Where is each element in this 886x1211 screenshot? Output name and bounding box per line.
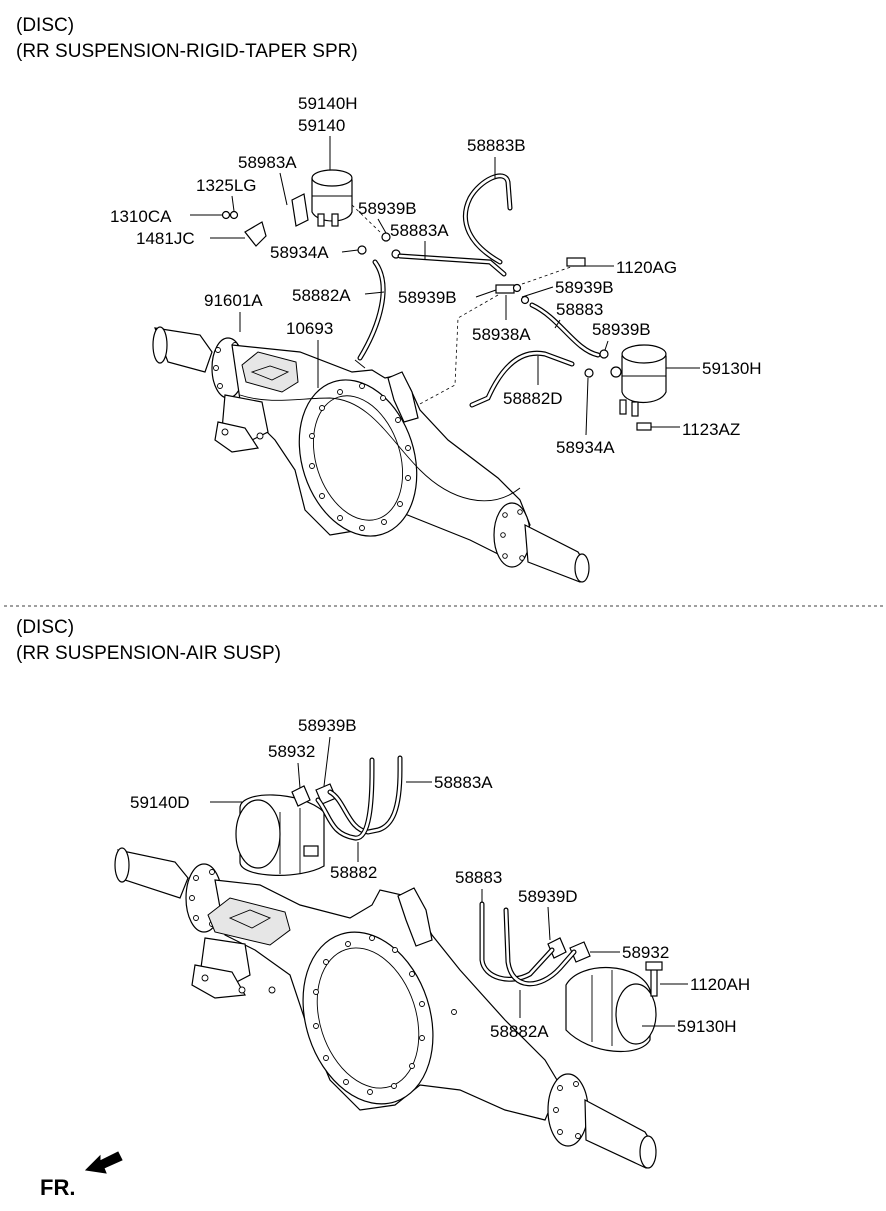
section-2-title-suspension: (RR SUSPENSION-AIR SUSP): [16, 643, 281, 664]
bottom-left-brake-chamber: [235, 783, 337, 876]
label-58934A-1: 58934A: [270, 243, 329, 262]
section-1-title-disc: (DISC): [16, 15, 74, 36]
label-58882A: 58882A: [292, 286, 351, 305]
bottom-callouts: 58939B 58932 58883A 59140D 58882 58883 5…: [130, 716, 750, 1041]
label-59140H: 59140H: [298, 94, 358, 113]
bottom-axle-drawing: [114, 847, 657, 1169]
label-59140D: 59140D: [130, 793, 190, 812]
label-1123AZ: 1123AZ: [682, 420, 740, 439]
label-91601A: 91601A: [204, 291, 263, 310]
label-58883B: 58883B: [467, 136, 526, 155]
label-1120AH: 1120AH: [690, 975, 750, 994]
label-58932-bottom-right: 58932: [622, 943, 669, 962]
label-58883: 58883: [556, 300, 603, 319]
dashed-leader-2: [417, 294, 499, 406]
label-1310CA: 1310CA: [110, 207, 172, 226]
top-right-fittings: [495, 257, 652, 431]
label-58932-bottom: 58932: [268, 742, 315, 761]
section-1-title-suspension: (RR SUSPENSION-RIGID-TAPER SPR): [16, 41, 358, 62]
front-label: FR.: [40, 1175, 75, 1200]
label-58883A-bottom: 58883A: [434, 773, 493, 792]
label-1120AG: 1120AG: [616, 258, 677, 277]
label-58882A-bottom: 58882A: [490, 1022, 549, 1041]
label-59130H-bottom: 59130H: [677, 1017, 737, 1036]
label-58939B-1: 58939B: [358, 199, 417, 218]
label-58939B-4: 58939B: [592, 320, 651, 339]
label-59130H: 59130H: [702, 359, 762, 378]
label-58939D: 58939D: [518, 887, 578, 906]
section-2-title-disc: (DISC): [16, 617, 74, 638]
label-58939B-3: 58939B: [398, 288, 457, 307]
top-callouts: 59140H 59140 58883B 58983A 1325LG 1310CA…: [110, 94, 762, 457]
label-58939B-2: 58939B: [555, 278, 614, 297]
label-1481JC: 1481JC: [136, 229, 195, 248]
label-58882-bottom: 58882: [330, 863, 377, 882]
label-58983A: 58983A: [238, 153, 297, 172]
front-arrow-icon: [84, 1151, 123, 1174]
label-58939B-bottom: 58939B: [298, 716, 357, 735]
label-1325LG: 1325LG: [196, 176, 257, 195]
label-58883-bottom: 58883: [455, 868, 502, 887]
label-58938A: 58938A: [472, 325, 531, 344]
label-58882D: 58882D: [503, 389, 563, 408]
label-10693: 10693: [286, 319, 333, 338]
top-left-brake-chamber: [291, 169, 353, 227]
top-right-brake-chamber: [610, 344, 667, 417]
hose-58883-bottom: [479, 901, 555, 982]
front-direction-indicator: FR.: [40, 1151, 123, 1200]
hose-58883B: [463, 173, 513, 265]
label-58883A: 58883A: [390, 221, 449, 240]
dashed-leader-1: [351, 204, 381, 233]
label-58934A-2: 58934A: [556, 438, 615, 457]
top-axle-drawing: [152, 326, 590, 583]
label-59140: 59140: [298, 116, 345, 135]
